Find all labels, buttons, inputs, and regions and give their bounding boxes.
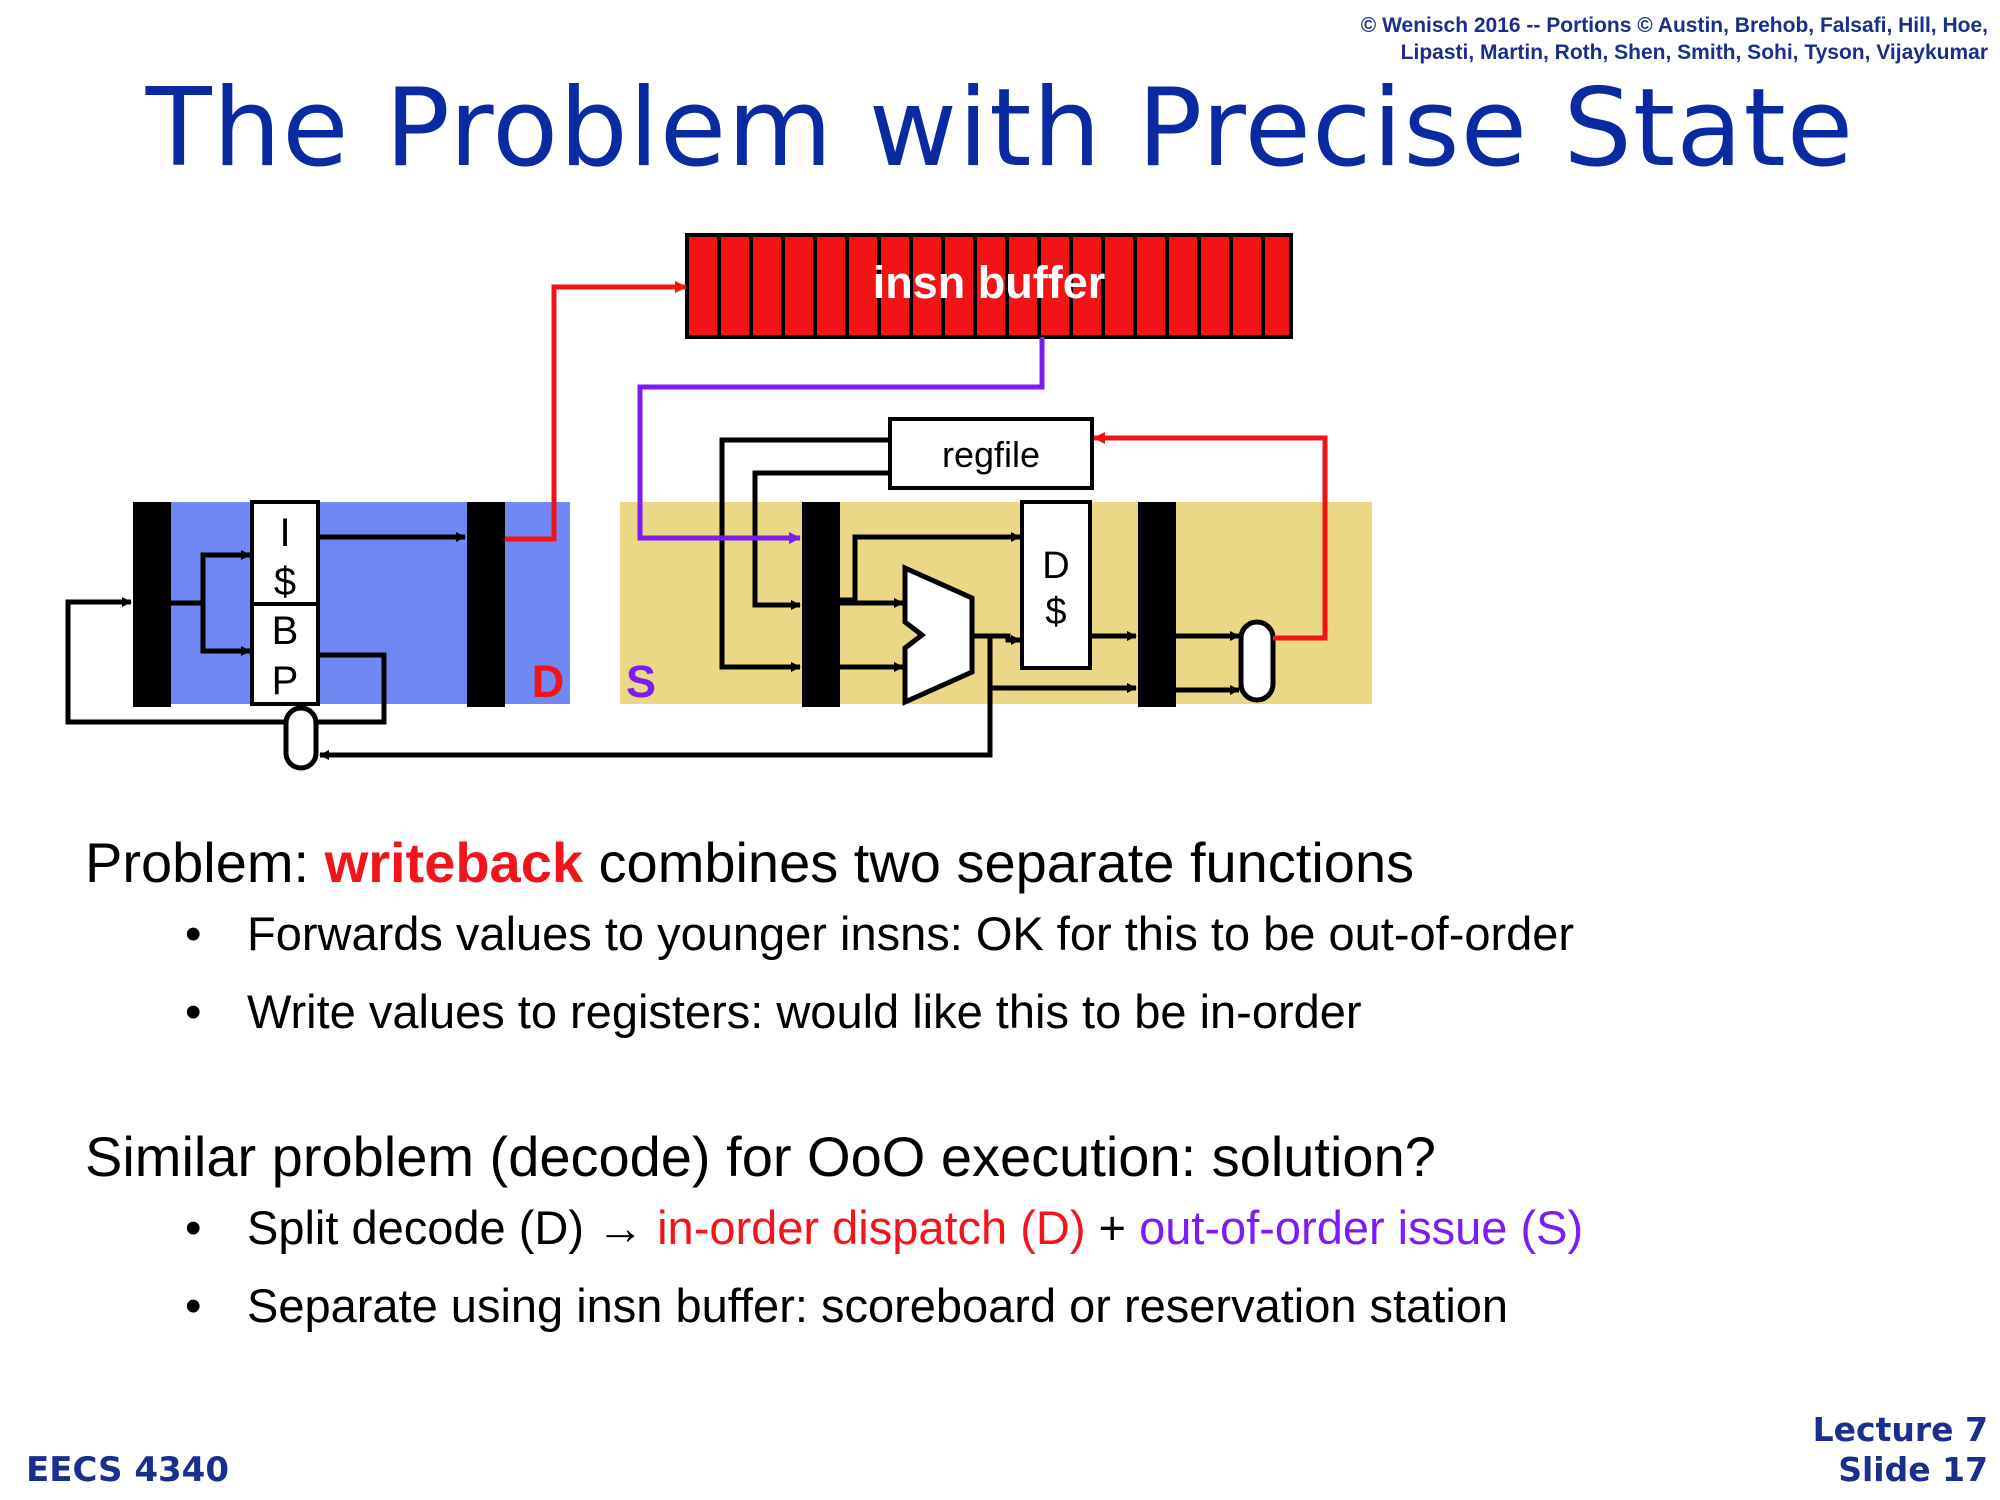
latch-fetch [133, 502, 171, 707]
problem-prefix: Problem: [85, 831, 325, 894]
regfile-label: regfile [942, 434, 1040, 475]
bp-label-b: B [272, 609, 299, 653]
icache-label-i: I [279, 511, 290, 555]
copyright-line-2: Lipasti, Martin, Roth, Shen, Smith, Sohi… [1400, 41, 1988, 64]
branch-mux [283, 705, 319, 771]
split-decode-prefix: Split decode (D) → [247, 1201, 658, 1254]
bullet-write-registers: Write values to registers: would like th… [185, 984, 1945, 1062]
copyright-line-1: © Wenisch 2016 -- Portions © Austin, Bre… [1360, 14, 1988, 37]
fetch-decode-region [168, 502, 570, 704]
slide-title: The Problem with Precise State [145, 66, 1855, 191]
stage-s-label: S [626, 656, 656, 707]
pipeline-diagram: insn buffer regfile I $ B P D $ [65, 233, 1372, 771]
out-of-order-issue: out-of-order issue (S) [1139, 1201, 1584, 1254]
latch-decode [467, 502, 505, 707]
course-label: EECS 4340 [26, 1450, 229, 1490]
bp-box [250, 602, 320, 706]
problem-statement: Problem: writeback combines two separate… [85, 830, 1945, 906]
writeback-mux [1238, 619, 1276, 703]
dcache-label-d: D [1042, 545, 1069, 587]
bullet-forwards: Forwards values to younger insns: OK for… [185, 906, 1945, 984]
copyright-notice: © Wenisch 2016 -- Portions © Austin, Bre… [1361, 12, 1988, 66]
dcache-box [1020, 500, 1092, 670]
slide-body: Problem: writeback combines two separate… [85, 830, 1945, 1356]
in-order-dispatch: in-order dispatch (D) [657, 1201, 1086, 1254]
insn-buffer-label: insn buffer [873, 257, 1106, 308]
icache-label-dollar: $ [274, 560, 296, 604]
problem-suffix: combines two separate functions [582, 831, 1415, 894]
slide-number: Slide 17 [1838, 1450, 1988, 1489]
bp-label-p: P [272, 659, 299, 703]
slide-info: Lecture 7 Slide 17 [1813, 1410, 1988, 1490]
insn-buffer: insn buffer [685, 233, 1293, 339]
stage-d-label: D [532, 656, 565, 707]
bullet-separate-buffer: Separate using insn buffer: scoreboard o… [185, 1278, 1945, 1356]
writeback-keyword: writeback [324, 831, 583, 894]
lecture-number: Lecture 7 [1812, 1410, 1988, 1449]
icache-box [250, 500, 320, 606]
dcache-label-dollar: $ [1045, 591, 1066, 633]
alu-shape [902, 564, 975, 706]
latch-issue [802, 502, 840, 707]
regfile-box [888, 417, 1094, 490]
bullet-split-decode: Split decode (D) → in-order dispatch (D)… [185, 1200, 1945, 1278]
similar-problem: Similar problem (decode) for OoO executi… [85, 1125, 1436, 1188]
split-decode-plus: + [1085, 1201, 1140, 1254]
latch-writeback [1138, 502, 1176, 707]
